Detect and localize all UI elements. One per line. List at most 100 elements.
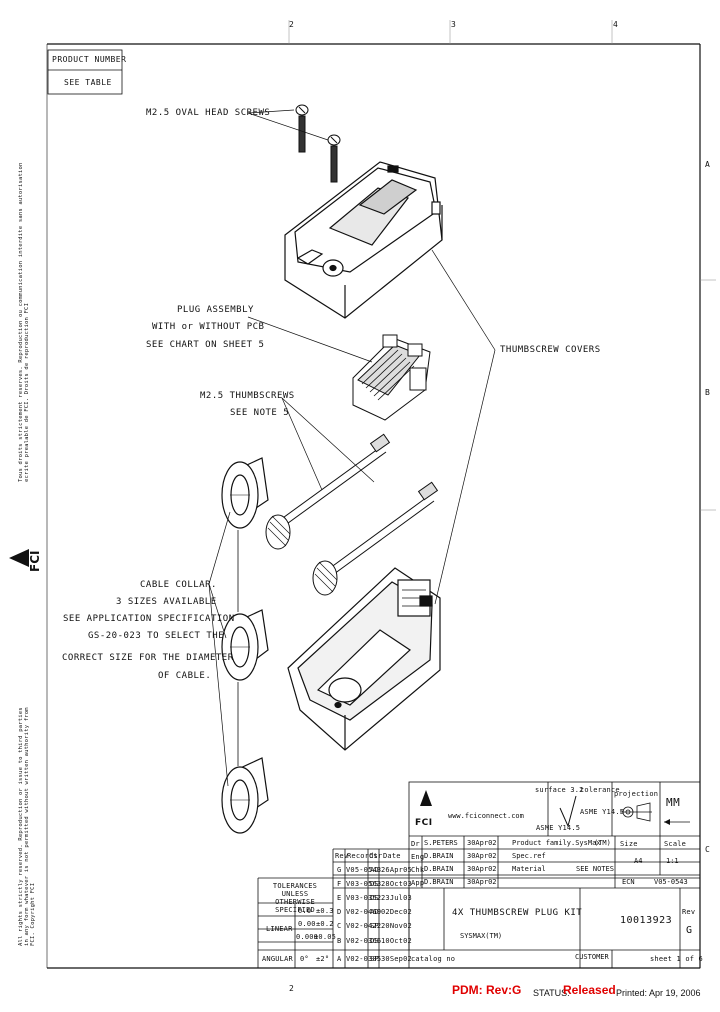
- zone-label-bottom-2: 2: [289, 984, 295, 993]
- website: www.fciconnect.com: [448, 812, 524, 820]
- row-field-3: ECN: [622, 878, 635, 886]
- callout-plug-assembly-1: PLUG ASSEMBLY: [177, 305, 254, 315]
- catalog-label: catalog no: [411, 955, 456, 963]
- tolerance-row-3-tol: ±2°: [316, 955, 330, 963]
- size-value: A4: [634, 857, 643, 865]
- row-value-0: (TM): [594, 839, 611, 847]
- zone-label-right-c: C: [705, 845, 711, 854]
- row-field-2: Material: [512, 865, 546, 873]
- tolerance-row-0-val: 0.0: [298, 907, 312, 915]
- fci-title-logo-mark: [420, 790, 432, 806]
- callout-collar-4: GS-20-023 TO SELECT THE: [88, 631, 225, 641]
- status-value: Released: [563, 983, 616, 997]
- callout-plug-assembly-3: SEE CHART ON SHEET 5: [146, 340, 265, 350]
- callout-screws: M2.5 OVAL HEAD SCREWS: [146, 108, 271, 118]
- rev-row-ecn: V02-0305: [346, 955, 382, 963]
- callout-collar-6: OF CABLE.: [158, 671, 212, 681]
- row-role-3: App: [411, 879, 425, 887]
- rev-row-rev: D: [337, 908, 342, 916]
- rev-row-ctr: SP: [370, 955, 379, 963]
- rev-row-ecn: V02-0366: [346, 937, 382, 945]
- rev-row-date: 10Oct02: [381, 937, 412, 945]
- thumbscrew-1: [265, 433, 391, 550]
- printed-date: Printed: Apr 19, 2006: [616, 988, 701, 998]
- plug-assembly: [352, 334, 431, 421]
- row-name-0: S.PETERS: [424, 839, 458, 847]
- fci-side-logo-mark: [9, 549, 29, 567]
- rev-row-ctr: SP: [370, 922, 379, 930]
- zone-label-right-b: B: [705, 388, 711, 397]
- row-role-1: Eng: [411, 853, 425, 861]
- rev-row-ctr: DS: [370, 894, 379, 902]
- tolerance-row-1-val: 0.00: [298, 920, 316, 928]
- rev-row-ecn: V05-0543: [346, 866, 382, 874]
- fci-title-logo: FCI: [415, 818, 433, 828]
- product-number-label: PRODUCT NUMBER: [52, 55, 127, 64]
- units: MM: [666, 796, 681, 809]
- customer-label: CUSTOMER: [575, 953, 609, 961]
- rev-header-date: Date: [383, 852, 401, 860]
- row-field-0: Product family.SysMax: [512, 839, 601, 847]
- tolerance-label: tolerance: [580, 786, 620, 794]
- tolerance-row-1-tol: ±0.2: [316, 920, 334, 928]
- bottom-thumbscrew-cover: [287, 567, 441, 751]
- tolerance-row-0-tol: ±0.3: [316, 907, 334, 915]
- rev-row-ctr: DS: [370, 937, 379, 945]
- rev-row-ecn: V02-0469: [346, 908, 382, 916]
- tolerance-row-2-val: 0.000: [296, 933, 319, 941]
- asme-label: ASME Y14.5: [536, 824, 581, 832]
- rev-row-ctr: AD: [370, 866, 379, 874]
- fci-side-logo: FCI: [28, 550, 42, 572]
- cable-collar-1: [221, 457, 269, 529]
- rev-row-rev: F: [337, 880, 342, 888]
- tolerance-value: ASME Y14.5: [580, 808, 625, 816]
- drawing-number: 10013923: [620, 915, 673, 926]
- zone-label-top-2: 2: [289, 20, 295, 29]
- scale-label: Scale: [664, 840, 687, 848]
- rev-row-ctr: AD: [370, 908, 379, 916]
- row-name-1: D.BRAIN: [424, 852, 454, 860]
- tolerance-angular-label: ANGULAR: [262, 955, 293, 963]
- row-date-0: 30Apr02: [467, 839, 497, 847]
- projection-label: projection: [614, 790, 659, 798]
- row-role-0: Dr: [411, 840, 420, 848]
- copyright-text-en: All rights strictly reserved. Reproducti…: [18, 707, 36, 946]
- rev-row-ctr: DS: [370, 880, 379, 888]
- callout-covers: THUMBSCREW COVERS: [500, 345, 601, 355]
- cable-collar-2: [221, 609, 269, 681]
- rev-row-date: 23Jul03: [381, 894, 412, 902]
- callout-collar-2: 3 SIZES AVAILABLE: [116, 597, 217, 607]
- row-name-2: D.BRAIN: [424, 865, 454, 873]
- cable-collar-3: [221, 757, 269, 834]
- copyright-text-fr: Tous droits strictement reserves. Reprod…: [18, 162, 30, 482]
- callout-collar-5: CORRECT SIZE FOR THE DIAMETER: [62, 653, 234, 663]
- row-date-2: 30Apr02: [467, 865, 497, 873]
- rev-row-rev: E: [337, 894, 342, 902]
- zone-label-right-a: A: [705, 160, 711, 169]
- sheet-label: sheet 1 of 6: [650, 955, 703, 963]
- rev-row-ecn: V02-0422: [346, 922, 382, 930]
- rev-value: G: [686, 925, 693, 936]
- rev-row-ecn: V03-0563: [346, 880, 382, 888]
- rev-header-rev: Rev: [335, 852, 349, 860]
- callout-thumbscrews-1: M2.5 THUMBSCREWS: [200, 391, 295, 401]
- drawing-subtitle: SYSMAX(TM): [460, 932, 503, 940]
- row-field-1: Spec.ref: [512, 852, 546, 860]
- callout-thumbscrews-2: SEE NOTE 5: [230, 408, 290, 418]
- tolerances-header: TOLERANCES UNLESS OTHERWISE SPECIFIED: [272, 882, 318, 914]
- tolerance-linear-label: LINEAR: [266, 925, 293, 933]
- status-label: STATUS:: [533, 988, 570, 998]
- callout-collar-1: CABLE COLLAR.: [140, 580, 217, 590]
- oval-head-screw-2: [327, 134, 341, 183]
- size-label: Size: [620, 840, 638, 848]
- rev-row-ecn: V03-0352: [346, 894, 382, 902]
- top-thumbscrew-cover: [284, 161, 443, 319]
- rev-row-date: 28Oct03: [381, 880, 412, 888]
- rev-row-rev: B: [337, 937, 342, 945]
- rev-row-rev: C: [337, 922, 342, 930]
- oval-head-screw: [295, 104, 309, 153]
- surface-label: surface 3.2: [535, 786, 584, 794]
- rev-header-records: Records: [347, 852, 378, 860]
- scale-value: 1:1: [666, 857, 679, 865]
- rev-row-date: 02Dec02: [381, 908, 412, 916]
